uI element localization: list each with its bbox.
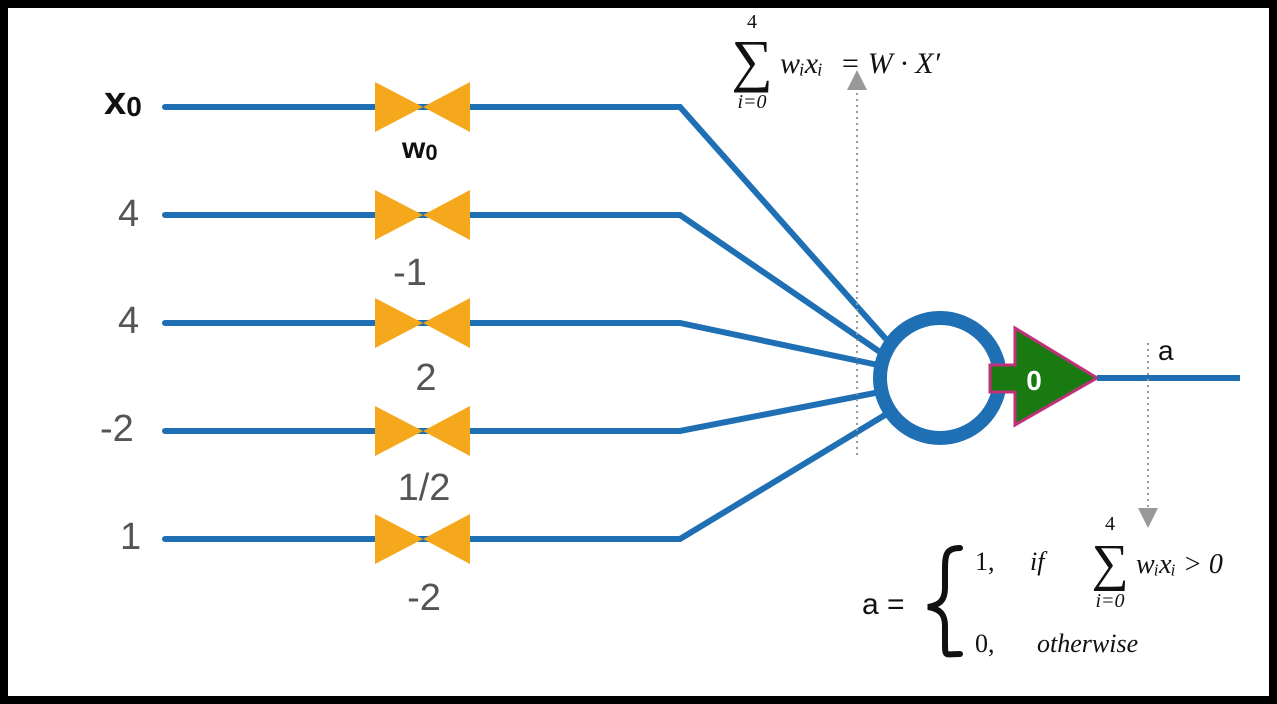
weight-bowtie-icon <box>375 514 470 564</box>
case1-condition: wᵢxᵢ > 0 <box>1136 549 1223 580</box>
threshold-node <box>988 325 1100 428</box>
input-label-0: x0 <box>104 79 142 123</box>
input-line-0 <box>162 104 888 341</box>
case1-sum-lower: i=0 <box>1095 590 1124 612</box>
weight-bowtie-icon <box>375 82 470 132</box>
weight-label-3: 1/2 <box>398 467 451 509</box>
sum-formula: 4 ∑ i=0 wᵢxᵢ = W · X′ <box>731 11 940 113</box>
piecewise-brace <box>927 545 963 658</box>
input-lines <box>162 104 888 542</box>
sum-rhs: = W · X′ <box>840 47 941 80</box>
weight-icons <box>375 82 470 564</box>
weight-label-4: -2 <box>407 577 441 619</box>
weight-bowtie-icon <box>375 298 470 348</box>
input-label-3: -2 <box>100 408 134 450</box>
weight-label-0: w0 <box>401 132 438 165</box>
sigma-symbol: ∑ <box>731 28 772 93</box>
input-line-3 <box>162 389 883 434</box>
case1-if: if <box>1030 547 1048 576</box>
case1-value: 1, <box>975 547 995 576</box>
case1-sigma: ∑ <box>1091 535 1128 592</box>
input-line-2 <box>162 320 881 368</box>
input-label-4: 1 <box>120 516 141 558</box>
input-label-1: 4 <box>118 193 139 235</box>
activation-lhs: a = <box>862 588 905 621</box>
weight-bowtie-icon <box>375 406 470 456</box>
sum-lower-limit: i=0 <box>737 91 766 113</box>
case2-value: 0, <box>975 629 995 658</box>
case1-sum-upper: 4 <box>1105 513 1115 535</box>
weight-label-1: -1 <box>393 252 427 294</box>
threshold-label: 0 <box>1026 365 1042 396</box>
sum-term: wᵢxᵢ <box>780 47 823 80</box>
input-line-4 <box>162 412 888 542</box>
sum-upper-limit: 4 <box>747 11 757 33</box>
weight-label-2: 2 <box>415 357 436 399</box>
weight-bowtie-icon <box>375 190 470 240</box>
summation-node <box>873 311 1007 445</box>
output-label: a <box>1158 335 1174 366</box>
case2-text: otherwise <box>1037 629 1138 658</box>
input-label-2: 4 <box>118 300 139 342</box>
input-line-1 <box>162 212 883 355</box>
activation-formula: a = 1, if 4 ∑ i=0 wᵢxᵢ > 0 0, otherwise <box>862 513 1223 658</box>
